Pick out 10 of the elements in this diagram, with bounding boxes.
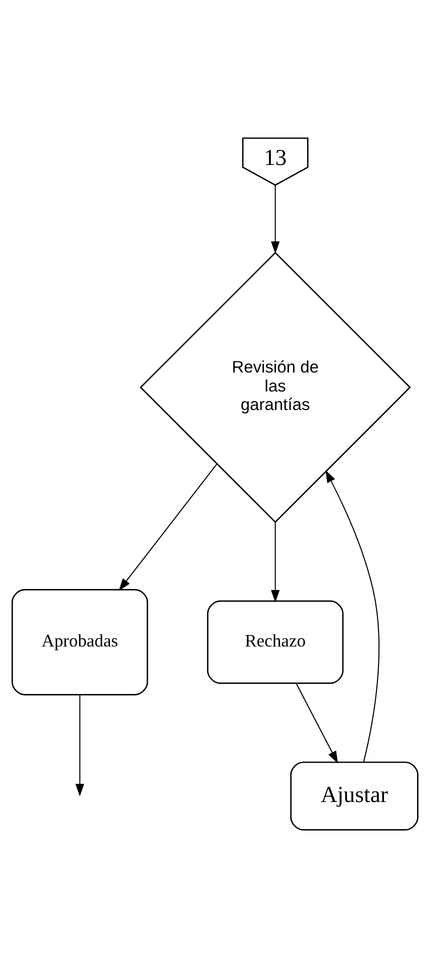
arrow xyxy=(270,522,280,602)
node-box: Aprobadas xyxy=(12,588,148,696)
arrow xyxy=(118,464,218,591)
arrow xyxy=(75,695,84,796)
node-diamond: Revisión de las garantías xyxy=(140,252,411,523)
arrow xyxy=(270,185,280,254)
arrow xyxy=(325,470,380,762)
arrow xyxy=(296,683,338,764)
node-box: Ajustar xyxy=(290,762,418,831)
node-box: Rechazo xyxy=(207,600,344,684)
